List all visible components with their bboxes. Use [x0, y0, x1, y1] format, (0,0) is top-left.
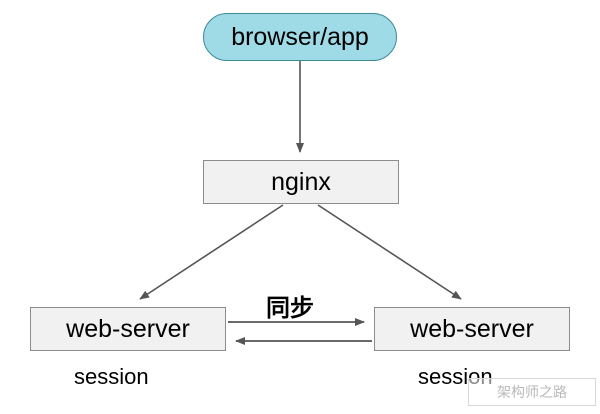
node-browser-app-label: browser/app — [231, 22, 369, 51]
edge-nginx-to-web-right — [317, 204, 462, 300]
node-web-server-left-label: web-server — [66, 314, 190, 343]
node-web-server-right[interactable]: web-server — [374, 307, 570, 351]
caption-session-left: session — [74, 364, 149, 389]
node-nginx-label: nginx — [271, 167, 331, 196]
edge-label-sync: 同步 — [266, 295, 314, 322]
node-web-server-left[interactable]: web-server — [30, 307, 226, 351]
node-web-server-right-label: web-server — [410, 314, 534, 343]
edge-nginx-to-web-left — [139, 204, 284, 300]
watermark: 架构师之路 — [468, 378, 596, 406]
node-nginx[interactable]: nginx — [203, 160, 399, 204]
node-browser-app[interactable]: browser/app — [203, 13, 397, 61]
